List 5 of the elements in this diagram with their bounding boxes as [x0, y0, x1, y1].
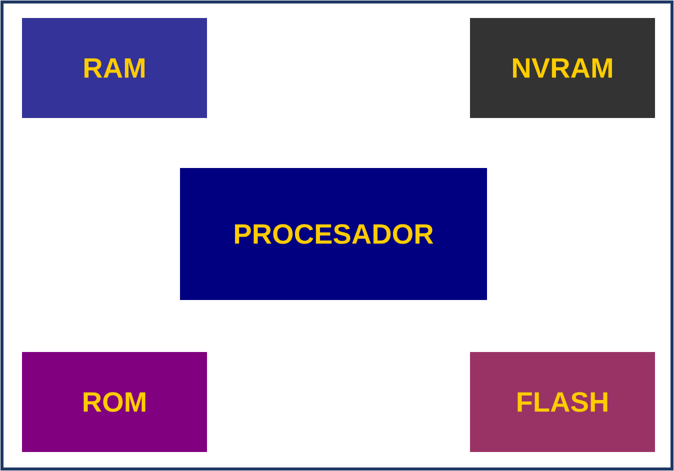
memory-box: RAM [22, 18, 207, 118]
memory-box: NVRAM [470, 18, 655, 118]
memory-box: ROM [22, 352, 207, 452]
memory-box: FLASH [470, 352, 655, 452]
memory-box: PROCESADOR [180, 168, 487, 300]
